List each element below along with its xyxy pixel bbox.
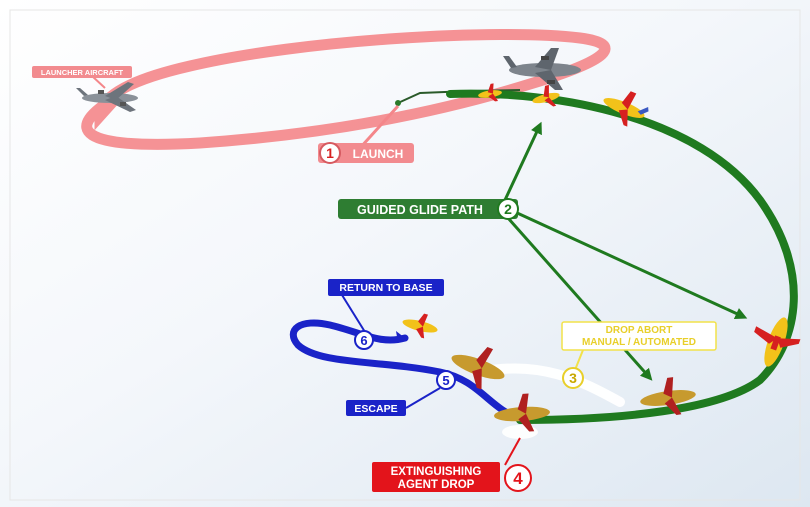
agent-drop-line1: EXTINGUISHING bbox=[391, 466, 482, 478]
return-leader bbox=[341, 294, 366, 333]
glider-drone-icon bbox=[640, 377, 696, 415]
glide-path-label: GUIDED GLIDE PATH 2 bbox=[338, 198, 519, 220]
glider-drone-icon bbox=[603, 91, 649, 127]
frame bbox=[9, 9, 801, 501]
glider-drone-icon bbox=[494, 393, 550, 432]
drop-abort-line2: MANUAL / AUTOMATED bbox=[582, 337, 696, 348]
launch-text: LAUNCH bbox=[353, 147, 404, 161]
escape-text: ESCAPE bbox=[354, 403, 397, 415]
launch-label: 1 LAUNCH bbox=[318, 142, 414, 164]
agent-drop-line2: AGENT DROP bbox=[398, 479, 475, 491]
return-to-base-text: RETURN TO BASE bbox=[339, 282, 432, 294]
glider-drone-icon bbox=[532, 84, 560, 107]
glider-drone-icon bbox=[451, 347, 505, 390]
agent-drop-label: EXTINGUISHING AGENT DROP 4 bbox=[372, 462, 532, 492]
glide-path bbox=[446, 89, 798, 424]
escape-path bbox=[289, 319, 524, 422]
launcher-aircraft-label: LAUNCHER AIRCRAFT bbox=[32, 66, 132, 78]
release-point bbox=[395, 100, 401, 106]
launch-leader bbox=[358, 104, 400, 150]
return-step-number: 6 bbox=[360, 333, 367, 348]
return-to-base-label: RETURN TO BASE 6 bbox=[328, 279, 444, 350]
escape-leader bbox=[405, 387, 441, 409]
cargo-jet-icon bbox=[503, 48, 581, 90]
drop-abort-line1: DROP ABORT bbox=[606, 325, 673, 336]
glide-step-number: 2 bbox=[504, 201, 512, 217]
drop-step-number: 4 bbox=[513, 469, 523, 488]
launch-path bbox=[81, 29, 611, 150]
escape-arrowhead bbox=[396, 331, 405, 343]
glider-drone-icon bbox=[754, 317, 801, 367]
glider-drone-icon bbox=[402, 313, 438, 339]
drop-splash bbox=[502, 425, 538, 439]
abort-step-number: 3 bbox=[569, 370, 577, 386]
escape-label: ESCAPE 5 bbox=[346, 370, 456, 416]
drop-leader bbox=[504, 437, 521, 466]
launcher-aircraft-text: LAUNCHER AIRCRAFT bbox=[41, 68, 124, 77]
glider-drone-icon bbox=[478, 83, 502, 102]
launch-step-number: 1 bbox=[326, 145, 334, 161]
abort-path bbox=[475, 363, 625, 407]
glide-arrows bbox=[503, 121, 748, 381]
launcher-aircraft-icon bbox=[76, 82, 138, 112]
glide-path-text: GUIDED GLIDE PATH bbox=[357, 203, 483, 217]
drop-abort-label: DROP ABORT MANUAL / AUTOMATED 3 bbox=[561, 321, 717, 389]
escape-step-number: 5 bbox=[442, 373, 449, 388]
